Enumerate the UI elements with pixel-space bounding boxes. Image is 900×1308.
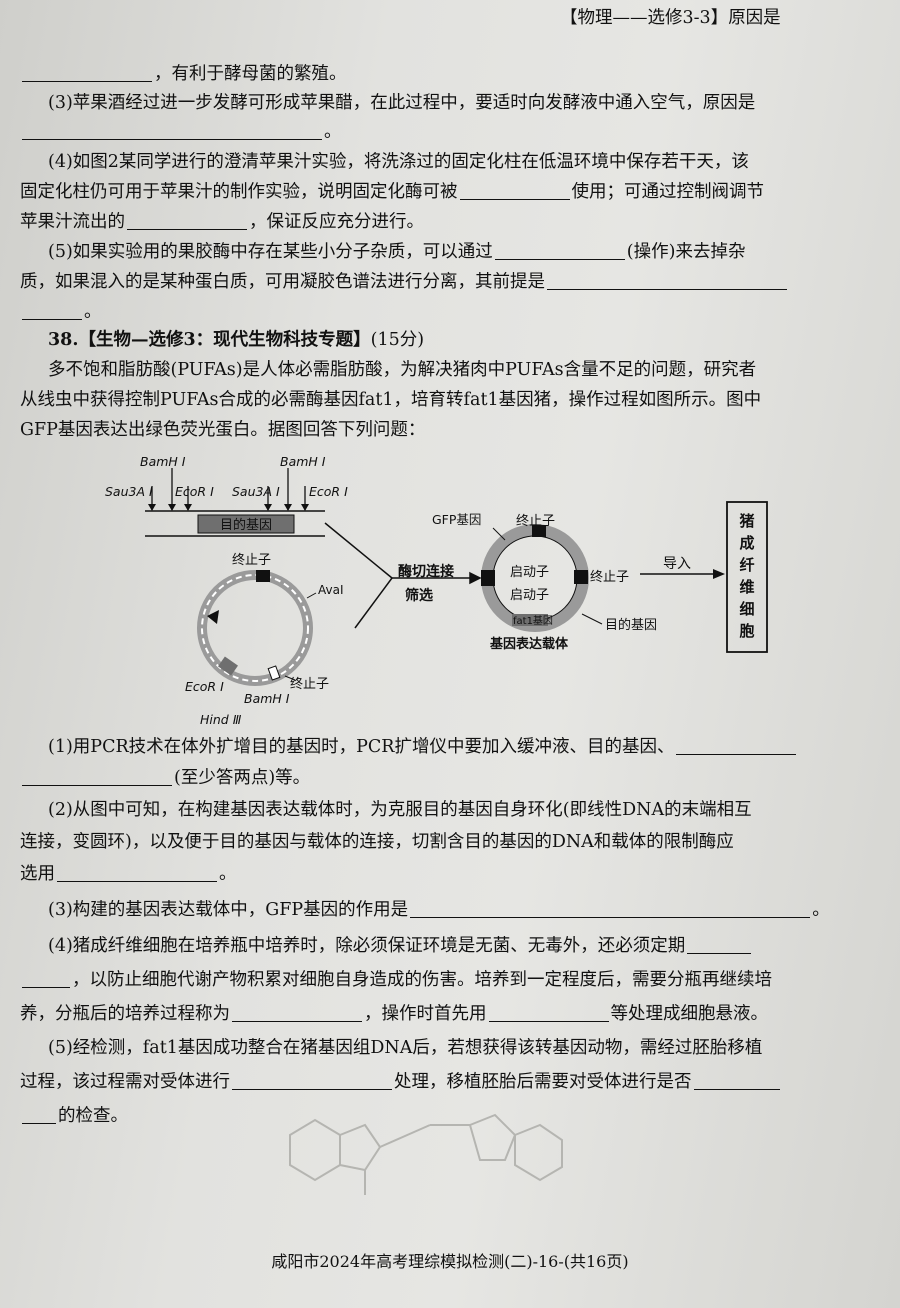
q38-4: (4)猪成纤维细胞在培养瓶中培养时，除必须保证环境是无菌、无毒外，还必须定期	[48, 934, 886, 958]
q38-5: (5)经检测，fat1基因成功整合在猪基因组DNA后，若想获得该转基因动物，需经…	[48, 1038, 763, 1058]
plasmid-ecor1-label: EcoR Ⅰ	[185, 679, 224, 694]
q38-para-1: 多不饱和脂肪酸(PUFAs)是人体必需脂肪酸，为解决猪肉中PUFAs含量不足的问…	[48, 360, 757, 380]
q38-2b: 连接，变圆环)，以及便于目的基因与载体的连接，切割含目的基因的DNA和载体的限制…	[20, 832, 734, 852]
expression-vector-label: 基因表达载体	[489, 636, 569, 652]
plasmid-bamh1-label: BamH Ⅰ	[244, 691, 290, 706]
vector-terminator-right: 终止子	[590, 569, 629, 585]
q38-4b: ，以防止细胞代谢产物积累对细胞自身造成的伤害。培养到一定程度后，需要分瓶再继续培	[20, 968, 886, 992]
ecor1-label-left: EcoR Ⅰ	[175, 484, 214, 499]
q38-para-3: GFP基因表达出绿色荧光蛋白。据图回答下列问题：	[20, 420, 426, 440]
q37-5b: 质，如果混入的是某种蛋白质，可用凝胶色谱法进行分离，其前提是	[20, 270, 886, 294]
q38-1: (1)用PCR技术在体外扩增目的基因时，PCR扩增仪中要加入缓冲液、目的基因、	[48, 735, 886, 759]
q37-4: (4)如图2某同学进行的澄清苹果汁实验，将洗涤过的固定化柱在低温环境中保存若干天…	[48, 152, 749, 172]
answer-blank[interactable]	[57, 863, 217, 882]
q37-5c: 。	[20, 300, 886, 324]
target-gene-box	[197, 514, 295, 534]
q38-2c: 选用。	[20, 863, 237, 884]
target-gene-label: 目的基因	[220, 517, 272, 533]
plasmid-vector: 终止子 AvaⅠ EcoR Ⅰ BamH Ⅰ Hind Ⅲ 终止子	[185, 552, 344, 727]
answer-blank[interactable]	[22, 767, 172, 786]
answer-blank[interactable]	[22, 63, 152, 82]
plasmid-terminator-top: 终止子	[232, 552, 271, 568]
q37-line-1: ，有利于酵母菌的繁殖。	[20, 62, 886, 86]
sau3a1-label-left: Sau3A Ⅰ	[105, 484, 153, 499]
answer-blank[interactable]	[687, 935, 752, 954]
target-dna-fragment: 目的基因 BamH Ⅰ Sau3A Ⅰ EcoR Ⅰ BamH Ⅰ Sau3A …	[105, 454, 348, 537]
q38-4c: 养，分瓶后的培养过程称为，操作时首先用等处理成细胞悬液。	[20, 1003, 768, 1024]
answer-blank[interactable]	[547, 271, 787, 290]
gfp-gene-label: GFP基因	[432, 512, 481, 527]
molecule-watermark	[289, 1113, 563, 1195]
promoter-label-2: 启动子	[510, 588, 549, 603]
ecor1-label-right: EcoR Ⅰ	[309, 484, 348, 499]
page-footer: 咸阳市2024年高考理综模拟检测(二)-16-(共16页)	[271, 1252, 629, 1271]
answer-blank[interactable]	[127, 211, 247, 230]
expression-vector: GFP基因 终止子 启动子 启动子 fat1基因 终止子 目的基因 基因表达载体	[432, 512, 657, 652]
answer-blank[interactable]	[22, 969, 70, 988]
fat1-gene-label: fat1基因	[513, 614, 553, 627]
hind3-label: Hind Ⅲ	[200, 712, 242, 727]
answer-blank[interactable]	[494, 241, 625, 260]
gene-engineering-diagram: 目的基因 BamH Ⅰ Sau3A Ⅰ EcoR Ⅰ BamH Ⅰ Sau3A …	[105, 454, 768, 727]
q38-heading: 38.【生物—选修3：现代生物科技专题】(15分)	[48, 330, 425, 350]
import-arrow: 导入	[640, 556, 725, 579]
bamh1-label-right: BamH Ⅰ	[280, 454, 326, 469]
q37-3: (3)苹果酒经过进一步发酵可形成苹果醋，在此过程中，要适时向发酵液中通入空气，原…	[48, 93, 756, 113]
promoter-label-1: 启动子	[510, 565, 549, 580]
q38-para-2: 从线虫中获得控制PUFAs合成的必需酶基因fat1，培育转fat1基因猪，操作过…	[20, 390, 762, 410]
q37-5: (5)如果实验用的果胶酶中存在某些小分子杂质，可以通过(操作)来去掉杂	[48, 241, 746, 262]
q37-4c: 苹果汁流出的，保证反应充分进行。	[20, 211, 424, 232]
answer-blank[interactable]	[232, 1003, 362, 1022]
plasmid-terminator-bottom: 终止子	[290, 676, 329, 692]
screening-label: 筛选	[405, 587, 433, 604]
aval-label: AvaⅠ	[318, 583, 344, 597]
q38-5b: 过程，该过程需对受体进行处理，移植胚胎后需要对受体进行是否	[20, 1070, 886, 1094]
vector-target-gene-label: 目的基因	[605, 617, 657, 633]
answer-blank[interactable]	[22, 1105, 56, 1124]
answer-blank[interactable]	[459, 181, 570, 200]
bamh1-label-left: BamH Ⅰ	[140, 454, 186, 469]
answer-blank[interactable]	[676, 736, 797, 755]
import-label: 导入	[663, 556, 691, 572]
answer-blank[interactable]	[22, 301, 82, 320]
q37-4b: 固定化柱仍可用于苹果汁的制作实验，说明固定化酶可被使用；可通过控制阀调节	[20, 181, 764, 202]
top-fragment: 【物理——选修3-3】原因是	[560, 8, 781, 28]
answer-blank[interactable]	[488, 1003, 609, 1022]
enzyme-ligation-label: 酶切连接	[398, 563, 454, 580]
answer-blank[interactable]	[22, 121, 322, 140]
prev-section-header: 【物理——选修3-3】	[560, 8, 729, 28]
merge-lines	[324, 522, 482, 629]
q38-5c: 的检查。	[20, 1104, 886, 1128]
pig-cell-label: 猪成纤维细胞	[738, 512, 754, 640]
sau3a1-label-right: Sau3A Ⅰ	[232, 484, 280, 499]
q38-2: (2)从图中可知，在构建基因表达载体时，为克服目的基因自身环化(即线性DNA的末…	[48, 800, 752, 820]
q38-1b: (至少答两点)等。	[20, 766, 886, 790]
q38-3: (3)构建的基因表达载体中，GFP基因的作用是。	[48, 899, 830, 920]
answer-blank[interactable]	[693, 1071, 780, 1090]
pig-fibroblast-box: 猪成纤维细胞	[726, 501, 768, 653]
answer-blank[interactable]	[410, 899, 811, 918]
answer-blank[interactable]	[232, 1071, 392, 1090]
q37-3-answer: 。	[20, 120, 886, 144]
vector-terminator-top: 终止子	[516, 513, 555, 529]
